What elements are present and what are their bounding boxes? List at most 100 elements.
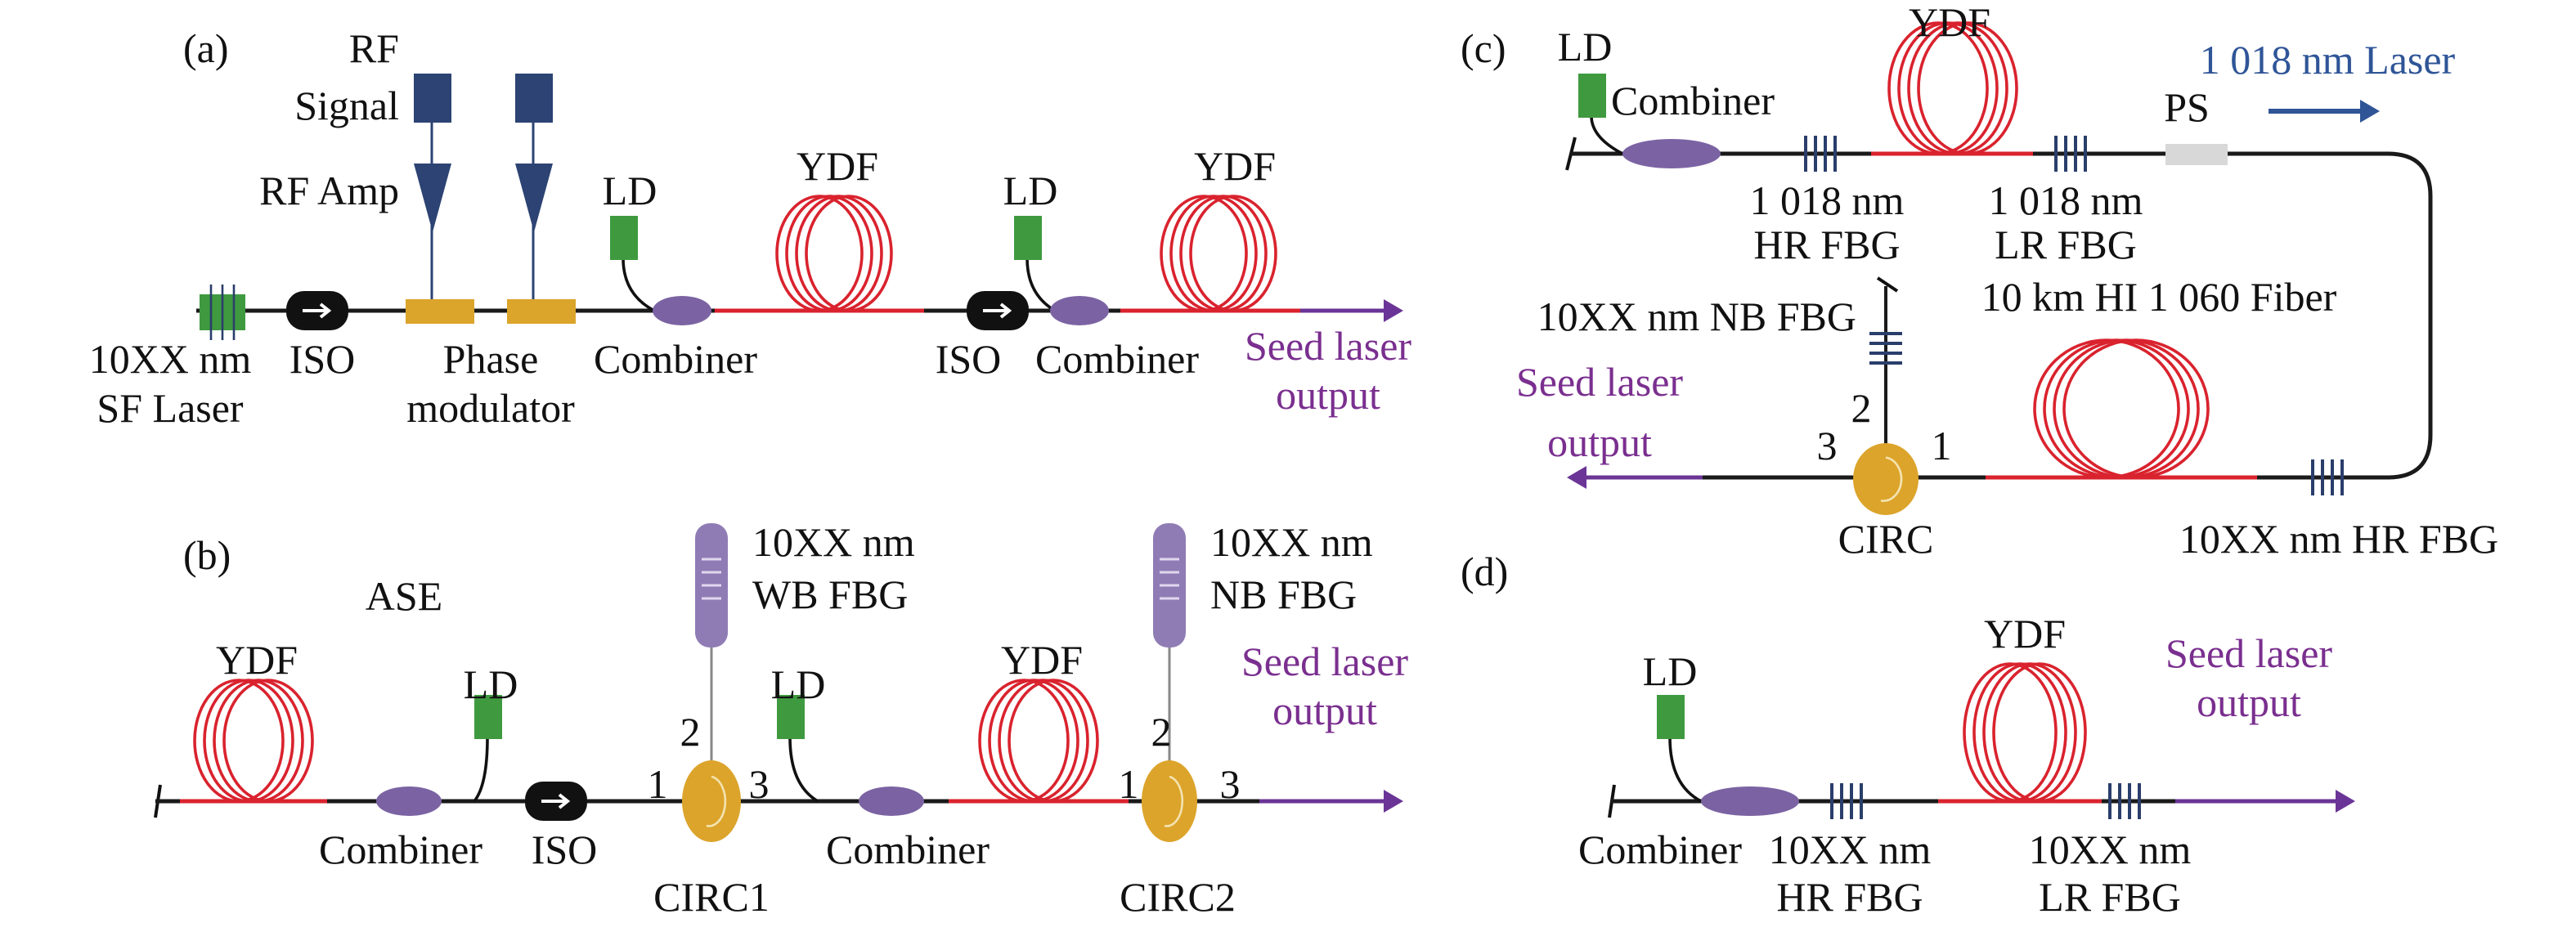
ring-fiber (2387, 151, 2433, 480)
circ2-label: CIRC2 (1120, 874, 1236, 920)
ydf-coil (193, 679, 314, 803)
ydf-coil (1963, 662, 2087, 803)
arrow-head-icon (1384, 790, 1403, 813)
rf-signal-label-2: Signal (294, 83, 399, 128)
phase-modulator-label-2: modulator (406, 385, 575, 431)
fbg-grating-icon (2311, 459, 2344, 495)
coil-loop (2043, 338, 2190, 479)
coil-loop (1917, 21, 2018, 155)
combiner2-label: Combiner (826, 827, 990, 872)
ydf-coil (978, 679, 1099, 803)
pump-fiber (788, 737, 819, 803)
laser-diode (777, 695, 819, 803)
arrow-head-icon (1567, 466, 1586, 489)
ydf2-label: YDF (1194, 143, 1276, 189)
combiner1-label: Combiner (319, 827, 482, 872)
circulator-icon (1853, 443, 1919, 515)
circulator-arrow (706, 775, 727, 827)
output-label-2: output (1276, 372, 1380, 418)
fiber-label: 10 km HI 1 060 Fiber (1981, 274, 2337, 320)
laser-diode-icon (1014, 216, 1042, 260)
output-label-2: output (1547, 419, 1652, 465)
combiner-icon (1701, 786, 1799, 816)
coil-loop (988, 679, 1079, 803)
coil-loop (1179, 195, 1268, 312)
ld1-label: LD (603, 168, 657, 213)
panel-a-label: (a) (183, 25, 229, 71)
ydf-label: YDF (1909, 0, 1990, 45)
pump-fiber (1668, 737, 1702, 803)
circ2-port-3: 3 (1220, 761, 1241, 807)
circ-port-3: 3 (1817, 423, 1838, 468)
laser-diode-icon (1657, 695, 1685, 739)
panel-c: (c) LD Combiner YDF 1 018 nm Laser PS 1 … (1461, 0, 2498, 562)
circulator-body (1853, 443, 1919, 515)
ydf-coil (1887, 21, 2018, 155)
ld2-label: LD (1003, 168, 1058, 213)
laser-diode (1014, 216, 1056, 312)
rf-amp-label: RF Amp (259, 168, 399, 213)
ydf1-label: YDF (797, 143, 878, 189)
hr-fbg-label-1: 10XX nm (1769, 827, 1932, 872)
circulator-body (682, 760, 741, 842)
output-label-1: Seed laser (1516, 359, 1683, 405)
panel-c-label: (c) (1461, 25, 1506, 71)
hr-fbg2-label: 10XX nm HR FBG (2179, 516, 2498, 562)
output-label-1: Seed laser (1241, 639, 1408, 684)
coil-loop (1008, 679, 1099, 803)
pump-fiber (622, 258, 655, 312)
ydf-coil (775, 195, 893, 312)
coil-loop (998, 679, 1089, 803)
coil-loop (203, 679, 294, 803)
combiner-label: Combiner (1578, 827, 1742, 872)
ld-label: LD (1558, 24, 1613, 69)
coil-loop (222, 679, 314, 803)
combiner-label: Combiner (1611, 78, 1775, 123)
phase-modulator-icon (406, 299, 474, 324)
arrow-head-icon (2360, 100, 2380, 123)
sf-laser-label-2: SF Laser (96, 385, 244, 431)
coil-loop (193, 679, 285, 803)
laser-diode (1657, 695, 1702, 803)
ydf-coil (1160, 195, 1277, 312)
isolator-icon (525, 782, 587, 821)
circulator-body (1142, 760, 1197, 842)
coil-loop (1982, 662, 2077, 803)
rf-signal-label-1: RF (349, 25, 399, 71)
laser-diode-icon (610, 216, 638, 260)
coil-loop (1972, 662, 2067, 803)
wb-fbg-label-2: WB FBG (752, 571, 908, 617)
iso-label: ISO (532, 827, 598, 872)
panel-d-label: (d) (1461, 549, 1508, 594)
combiner-icon (859, 786, 924, 816)
laser-diode (610, 216, 655, 312)
coil-loop (805, 195, 893, 312)
polarization-scrambler-icon (2165, 144, 2228, 165)
panel-b: (b) ASE YDF Combiner LD ISO CIRC1 1 2 3 … (183, 519, 1408, 920)
output-label-2: output (1272, 688, 1377, 733)
combiner-icon (1622, 139, 1721, 168)
coil-loop (1963, 662, 2058, 803)
ydf-coil (2033, 338, 2210, 479)
fbg-grating-icon (2054, 136, 2087, 172)
sf-laser-icon (200, 285, 245, 340)
ase-label: ASE (366, 573, 442, 619)
arrow-head-icon (1384, 299, 1403, 322)
pump-fiber (1025, 258, 1056, 312)
ydf2-label: YDF (1001, 637, 1083, 683)
isolator-arrow (303, 302, 332, 319)
nb-fbg-label-1: 10XX nm (1210, 519, 1373, 565)
circ2-port-2: 2 (1151, 709, 1172, 755)
sf-laser-label-1: 10XX nm (89, 336, 252, 382)
isolator-arrow (541, 793, 571, 809)
panel-a: (a) RF Signal RF Amp 10XX nm SF Laser IS… (89, 25, 1412, 431)
laser-diode-icon (1578, 74, 1606, 118)
coil-loop (795, 195, 883, 312)
combiner2-label: Combiner (1035, 336, 1199, 382)
coil-loop (2033, 338, 2180, 479)
ld1-label: LD (464, 661, 518, 707)
combiner1-label: Combiner (594, 336, 757, 382)
circ-label: CIRC (1838, 516, 1934, 562)
fiber-end-icon (1876, 276, 1899, 293)
